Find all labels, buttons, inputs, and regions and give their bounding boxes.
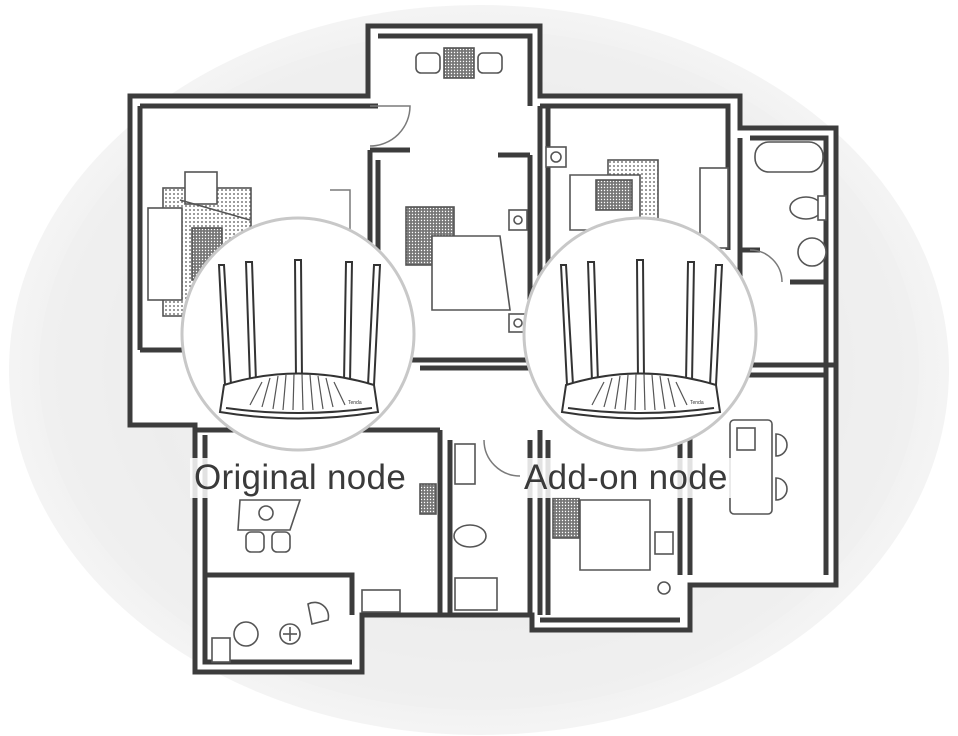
original-node: Tenda xyxy=(180,216,416,452)
dining-area-furniture xyxy=(211,483,437,663)
chair-icon xyxy=(415,52,441,74)
bathroom-fixtures xyxy=(754,141,827,267)
sink-icon xyxy=(797,237,827,267)
chair-icon xyxy=(775,433,788,457)
router-icon: Tenda xyxy=(217,259,382,420)
bed-icon xyxy=(579,499,651,571)
stove-icon xyxy=(361,589,401,613)
sofa-icon xyxy=(147,207,183,301)
router-brand: Tenda xyxy=(348,400,362,406)
toilet-icon xyxy=(453,524,487,548)
bed-icon xyxy=(431,235,511,311)
original-node-label: Original node xyxy=(190,458,411,498)
armchair-icon xyxy=(184,171,218,205)
plant-icon xyxy=(233,621,259,647)
router-icon: Tenda xyxy=(559,259,724,420)
addon-node: Tenda xyxy=(522,216,758,452)
bathtub-icon xyxy=(754,141,824,173)
bottom-bedroom-furniture xyxy=(552,419,788,595)
top-bedroom-furniture xyxy=(405,47,528,333)
chair-icon xyxy=(477,52,503,74)
apartment-walls xyxy=(127,23,839,675)
shower-icon xyxy=(454,577,498,611)
router-brand: Tenda xyxy=(690,400,704,406)
middle-bathroom-fixtures xyxy=(453,443,498,611)
chair-icon xyxy=(775,477,788,501)
addon-node-label: Add-on node xyxy=(520,458,732,498)
doors xyxy=(330,105,783,477)
